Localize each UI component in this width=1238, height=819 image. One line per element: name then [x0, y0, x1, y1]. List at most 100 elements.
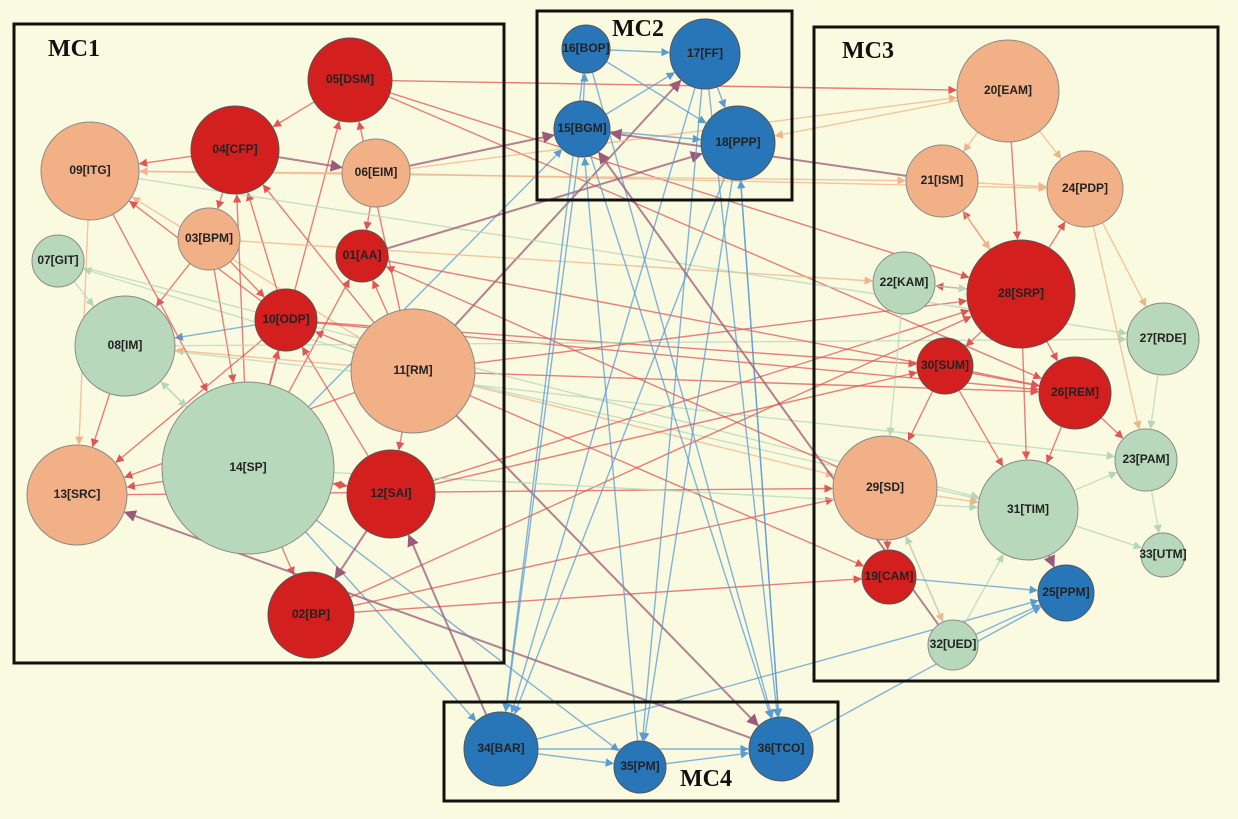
node-28[interactable]: 28[SRP]: [966, 239, 1076, 349]
node-35-circle[interactable]: [613, 740, 667, 794]
node-14[interactable]: 14[SP]: [161, 381, 335, 555]
edge-28-31: [1021, 347, 1031, 460]
edge-36-18: [737, 180, 780, 718]
node-09[interactable]: 09[ITG]: [40, 121, 140, 221]
node-06-circle[interactable]: [341, 138, 411, 208]
node-33-circle[interactable]: [1140, 532, 1186, 578]
node-16-circle[interactable]: [561, 24, 611, 74]
node-20-circle[interactable]: [956, 39, 1060, 143]
node-19[interactable]: 19[CAM]: [861, 549, 917, 605]
node-29-circle[interactable]: [832, 435, 938, 541]
node-25-circle[interactable]: [1037, 564, 1095, 622]
edge-14-13: [126, 480, 164, 490]
node-16[interactable]: 16[BOP]: [561, 24, 611, 74]
edge-03-14: [213, 269, 237, 384]
node-36-circle[interactable]: [748, 716, 814, 782]
node-08[interactable]: 08[IM]: [74, 295, 176, 397]
node-35[interactable]: 35[PM]: [613, 740, 667, 794]
edge-36-25: [808, 606, 1042, 735]
node-17-circle[interactable]: [669, 18, 741, 90]
node-26[interactable]: 26[REM]: [1038, 356, 1112, 430]
node-36[interactable]: 36[TCO]: [748, 716, 814, 782]
node-08-circle[interactable]: [74, 295, 176, 397]
edge-31-33: [1075, 525, 1142, 550]
node-17[interactable]: 17[FF]: [669, 18, 741, 90]
node-11[interactable]: 11[RM]: [350, 308, 476, 434]
edge-35-36: [665, 749, 750, 765]
node-25-label: 25[PPM]: [1042, 585, 1089, 599]
node-32[interactable]: 32[UED]: [927, 619, 979, 671]
edge-32-25: [975, 604, 1041, 636]
node-34[interactable]: 34[BAR]: [463, 711, 539, 787]
node-02[interactable]: 02[BP]: [267, 571, 355, 659]
node-28-circle[interactable]: [966, 239, 1076, 349]
node-22[interactable]: 22[KAM]: [872, 251, 936, 315]
node-26-circle[interactable]: [1038, 356, 1112, 430]
node-02-circle[interactable]: [267, 571, 355, 659]
node-01-circle[interactable]: [335, 229, 389, 283]
node-19-circle[interactable]: [861, 549, 917, 605]
node-12-circle[interactable]: [346, 449, 436, 539]
node-02-label: 02[BP]: [292, 607, 330, 621]
node-24[interactable]: 24[PDP]: [1046, 150, 1124, 228]
node-12[interactable]: 12[SAI]: [346, 449, 436, 539]
node-29[interactable]: 29[SD]: [832, 435, 938, 541]
node-18[interactable]: 18[PPP]: [700, 105, 776, 181]
edge-20-18: [774, 99, 959, 139]
cluster-mc1-label: MC1: [48, 36, 100, 62]
node-03-circle[interactable]: [177, 207, 241, 271]
node-22-circle[interactable]: [872, 251, 936, 315]
node-31[interactable]: 31[TIM]: [977, 459, 1079, 561]
node-20[interactable]: 20[EAM]: [956, 39, 1060, 143]
node-13-circle[interactable]: [26, 444, 128, 546]
node-21-label: 21[ISM]: [921, 173, 964, 187]
node-09-circle[interactable]: [40, 121, 140, 221]
node-27[interactable]: 27[RDE]: [1126, 302, 1200, 376]
node-34-circle[interactable]: [463, 711, 539, 787]
node-13[interactable]: 13[SRC]: [26, 444, 128, 546]
node-32-label: 32[UED]: [930, 637, 977, 651]
node-15[interactable]: 15[BGM]: [553, 100, 611, 158]
node-05-circle[interactable]: [307, 37, 393, 123]
node-21[interactable]: 21[ISM]: [905, 144, 979, 218]
node-10[interactable]: 10[ODP]: [254, 288, 318, 352]
node-27-circle[interactable]: [1126, 302, 1200, 376]
node-11-circle[interactable]: [350, 308, 476, 434]
cluster-mc3-label: MC3: [842, 38, 894, 64]
node-01[interactable]: 01[AA]: [335, 229, 389, 283]
node-06-label: 06[EIM]: [355, 165, 398, 179]
node-24-circle[interactable]: [1046, 150, 1124, 228]
node-14-circle[interactable]: [161, 381, 335, 555]
node-18-circle[interactable]: [700, 105, 776, 181]
edge-10-08: [174, 324, 256, 341]
edge-17-18: [716, 86, 727, 109]
node-05[interactable]: 05[DSM]: [307, 37, 393, 123]
node-03[interactable]: 03[BPM]: [177, 207, 241, 271]
edge-04-06: [278, 156, 343, 172]
node-07[interactable]: 07[GIT]: [31, 234, 85, 288]
node-07-circle[interactable]: [31, 234, 85, 288]
node-06[interactable]: 06[EIM]: [341, 138, 411, 208]
node-31-circle[interactable]: [977, 459, 1079, 561]
cluster-mc1-box: [12, 22, 506, 665]
node-23-circle[interactable]: [1114, 428, 1178, 492]
edge-16-17: [609, 47, 670, 57]
node-30[interactable]: 30[SUM]: [916, 337, 974, 395]
node-10-circle[interactable]: [254, 288, 318, 352]
edge-16-36: [591, 71, 775, 719]
node-04[interactable]: 04[CFP]: [190, 105, 280, 195]
edge-02-29: [352, 496, 835, 607]
node-21-circle[interactable]: [905, 144, 979, 218]
edge-24-27: [1101, 222, 1147, 307]
node-34-label: 34[BAR]: [477, 741, 524, 755]
node-15-circle[interactable]: [553, 100, 611, 158]
node-23[interactable]: 23[PAM]: [1114, 428, 1178, 492]
node-32-circle[interactable]: [927, 619, 979, 671]
node-04-circle[interactable]: [190, 105, 280, 195]
node-36-label: 36[TCO]: [758, 741, 805, 755]
node-30-label: 30[SUM]: [921, 358, 969, 372]
node-30-circle[interactable]: [916, 337, 974, 395]
node-25[interactable]: 25[PPM]: [1037, 564, 1095, 622]
node-33[interactable]: 33[UTM]: [1139, 532, 1187, 578]
node-17-label: 17[FF]: [687, 46, 723, 60]
